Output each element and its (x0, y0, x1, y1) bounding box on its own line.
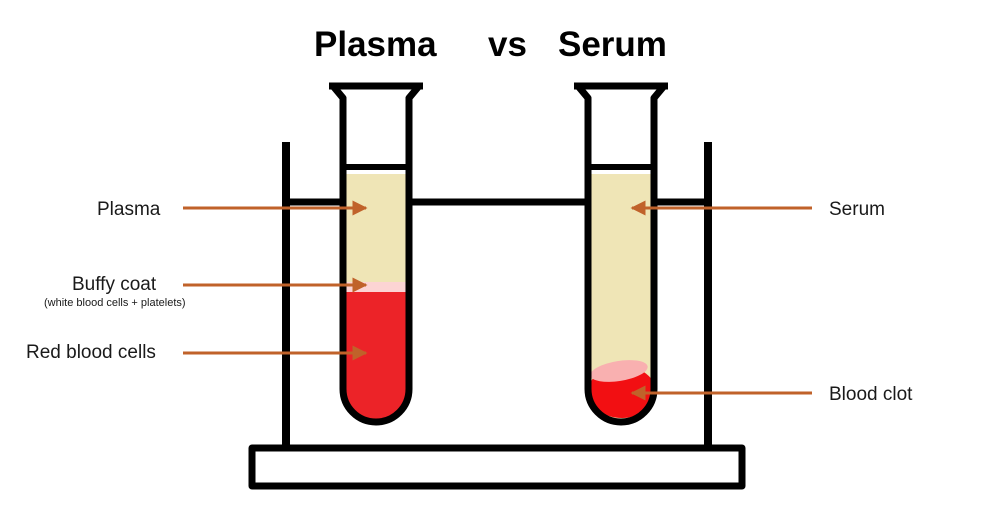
title-serum: Serum (558, 25, 667, 64)
rack-base (248, 444, 746, 490)
label-plasma: Plasma (97, 199, 161, 220)
arrows (183, 200, 812, 401)
plasma-layer (346, 174, 406, 282)
blood-clot-highlight (591, 360, 648, 382)
label-buffy-coat: Buffy coat (72, 274, 157, 295)
plasma-tube-contents (346, 174, 406, 419)
buffy-coat-layer (346, 282, 406, 292)
serum-test-tube (574, 82, 668, 426)
title-plasma: Plasma (314, 25, 437, 64)
label-serum: Serum (829, 199, 885, 220)
title-vs: vs (488, 25, 527, 64)
label-red-blood-cells: Red blood cells (26, 342, 156, 363)
plasma-test-tube (329, 82, 423, 426)
label-blood-clot: Blood clot (829, 384, 913, 405)
test-tube-rack (248, 142, 746, 490)
serum-tube-contents (591, 174, 651, 419)
plasma-test-tube-outline (330, 83, 422, 426)
label-buffy-coat-note: (white blood cells + platelets) (44, 297, 186, 309)
serum-test-tube-outline (575, 83, 667, 426)
